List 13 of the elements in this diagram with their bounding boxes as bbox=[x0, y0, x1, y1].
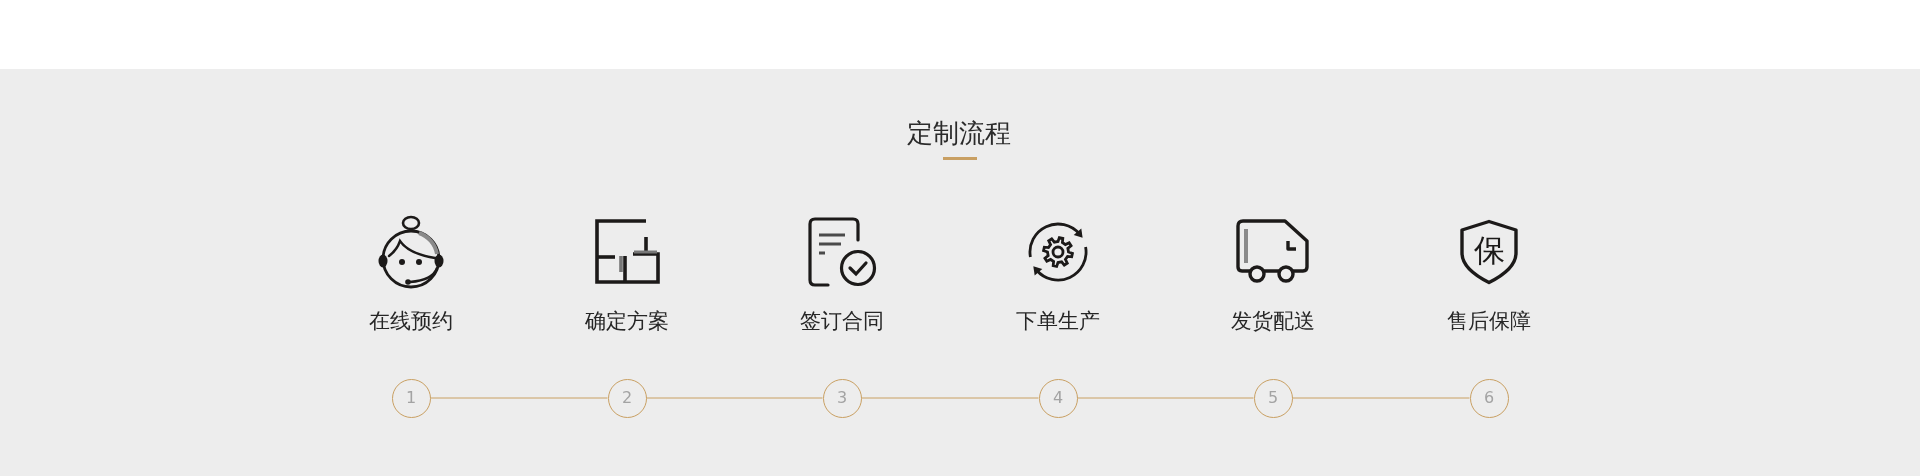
connector-line bbox=[1292, 397, 1470, 399]
connector-line bbox=[646, 397, 823, 399]
section-title: 定制流程 bbox=[907, 120, 1011, 146]
connector-line bbox=[430, 397, 608, 399]
connector-line bbox=[861, 397, 1039, 399]
step-label: 签订合同 bbox=[800, 310, 884, 333]
step-label: 确定方案 bbox=[585, 310, 669, 333]
connector-line bbox=[1077, 397, 1254, 399]
shield-character: 保 bbox=[1473, 234, 1505, 266]
step-label: 售后保障 bbox=[1447, 310, 1531, 333]
step-label: 发货配送 bbox=[1231, 310, 1315, 333]
step-label: 下单生产 bbox=[1016, 310, 1100, 333]
step-label: 在线预约 bbox=[369, 310, 453, 333]
